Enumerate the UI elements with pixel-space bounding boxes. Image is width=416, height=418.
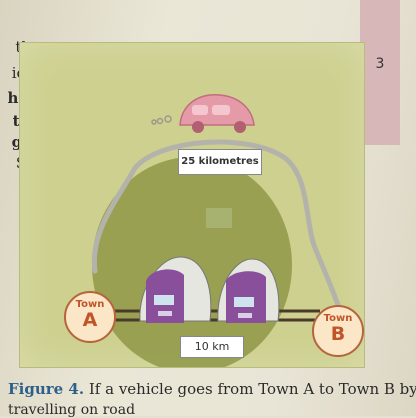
caption-next-line: travelling on road xyxy=(8,402,136,418)
road xyxy=(91,139,341,308)
page-number: 3 xyxy=(375,56,385,72)
figure-number: Figure 4. xyxy=(8,380,85,398)
town-b-marker: Town B xyxy=(312,305,364,357)
train-left xyxy=(146,269,184,323)
car-illustration xyxy=(151,94,255,133)
road-distance-label: 25 kilometres xyxy=(178,149,262,175)
tunnel-sign xyxy=(206,208,232,228)
town-b-prefix: Town xyxy=(323,313,353,324)
train-right xyxy=(226,271,266,323)
figure-caption: Figure 4. If a vehicle goes from Town A … xyxy=(8,380,416,398)
figure-illustration: 25 kilometres 10 km Town A Town B xyxy=(19,42,365,368)
caption-text: If a vehicle goes from Town A to Town B … xyxy=(88,380,416,398)
town-a-letter: A xyxy=(82,309,98,331)
tunnel-distance-label: 10 km xyxy=(180,336,244,358)
town-a-prefix: Town xyxy=(75,299,105,310)
town-a-marker: Town A xyxy=(64,291,116,343)
chapter-tab xyxy=(360,0,400,145)
figure-drawing xyxy=(91,94,341,367)
town-b-letter: B xyxy=(330,323,346,345)
